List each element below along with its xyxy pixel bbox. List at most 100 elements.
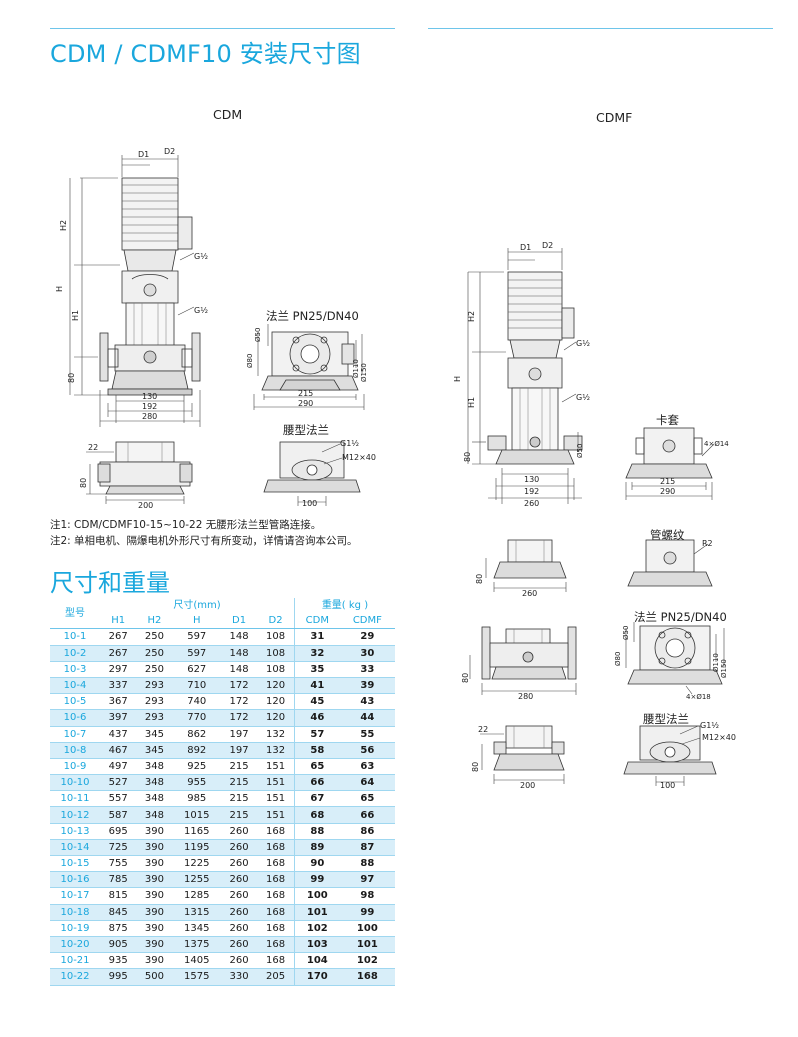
table-cell: 1405 bbox=[172, 952, 221, 970]
svg-text:H: H bbox=[55, 286, 64, 292]
table-cell: 120 bbox=[257, 709, 295, 727]
table-cell: 390 bbox=[136, 887, 173, 905]
table-cell: 497 bbox=[100, 758, 137, 776]
table-cell: 905 bbox=[100, 936, 137, 954]
table-cell: 168 bbox=[257, 823, 295, 840]
table-cell: 44 bbox=[339, 709, 395, 727]
table-cell-model: 10-20 bbox=[50, 936, 100, 954]
svg-text:Ø50: Ø50 bbox=[576, 444, 584, 458]
svg-text:Ø80: Ø80 bbox=[246, 354, 254, 368]
svg-text:4×Ø18: 4×Ø18 bbox=[686, 693, 711, 701]
table-cell: 215 bbox=[220, 758, 258, 776]
svg-text:Ø150: Ø150 bbox=[360, 363, 368, 382]
table-cell: 46 bbox=[293, 709, 340, 727]
svg-text:M12×40: M12×40 bbox=[342, 453, 376, 462]
cdmf-base-drawing-3: 22 80 200 bbox=[471, 725, 565, 790]
table-cell: 260 bbox=[220, 936, 258, 954]
svg-text:192: 192 bbox=[142, 402, 157, 411]
table-cell: 168 bbox=[257, 936, 295, 954]
table-cell: 58 bbox=[293, 742, 340, 759]
table-cell: 98 bbox=[339, 887, 395, 905]
table-cell: 260 bbox=[220, 839, 258, 857]
table-cell: 1345 bbox=[172, 920, 221, 937]
cdmf-waist-flange-label: 腰型法兰 bbox=[643, 712, 689, 726]
svg-text:Ø50: Ø50 bbox=[622, 626, 630, 640]
table-cell: 65 bbox=[293, 758, 340, 776]
table-cell: 30 bbox=[339, 645, 395, 662]
table-cell: 33 bbox=[339, 661, 395, 678]
col-weight: 重量( kg ) bbox=[293, 598, 395, 614]
svg-text:22: 22 bbox=[478, 725, 488, 734]
cdmf-base-drawing-2: 80 280 bbox=[461, 626, 577, 701]
table-cell: 892 bbox=[172, 742, 221, 759]
table-cell-model: 10-14 bbox=[50, 839, 100, 857]
col-h1: H1 bbox=[100, 613, 137, 630]
table-cell: 43 bbox=[339, 693, 395, 711]
cdmf-flange-drawing: Ø50 Ø80 Ø110 Ø150 4×Ø18 bbox=[614, 622, 728, 701]
svg-text:H2: H2 bbox=[59, 220, 68, 231]
table-cell-model: 10-8 bbox=[50, 742, 100, 759]
table-cell: 86 bbox=[339, 823, 395, 840]
table-cell: 1015 bbox=[172, 806, 221, 824]
svg-text:130: 130 bbox=[142, 392, 157, 401]
svg-text:M12×40: M12×40 bbox=[702, 733, 736, 742]
table-cell: 100 bbox=[339, 920, 395, 937]
table-cell-model: 10-21 bbox=[50, 952, 100, 970]
table-cell-model: 10-16 bbox=[50, 871, 100, 889]
svg-text:G½: G½ bbox=[576, 393, 590, 402]
svg-text:Ø110: Ø110 bbox=[712, 653, 720, 672]
table-cell: 205 bbox=[257, 968, 295, 986]
table-cell: 250 bbox=[136, 628, 173, 646]
table-cell: 293 bbox=[136, 693, 173, 711]
table-cell: 148 bbox=[220, 661, 258, 678]
cdmf-label: CDMF bbox=[596, 110, 633, 125]
table-cell: 955 bbox=[172, 774, 221, 792]
svg-text:290: 290 bbox=[298, 399, 313, 408]
svg-text:H1: H1 bbox=[71, 310, 80, 321]
table-cell: 297 bbox=[100, 661, 137, 678]
table-cell: 67 bbox=[293, 790, 340, 808]
table-cell: 65 bbox=[339, 790, 395, 808]
table-cell: 1165 bbox=[172, 823, 221, 840]
table-cell: 35 bbox=[293, 661, 340, 678]
table-cell: 197 bbox=[220, 742, 258, 759]
table-cell: 755 bbox=[100, 855, 137, 873]
table-cell: 337 bbox=[100, 677, 137, 695]
spec-table: 型号 尺寸(mm) 重量( kg ) H1 H2 H D1 D2 CDM CDM… bbox=[50, 598, 395, 986]
cdm-pump-drawing: D1 D2 H2 H H1 80 130 192 280 G½ G½ bbox=[55, 147, 208, 427]
table-cell: 66 bbox=[293, 774, 340, 792]
table-cell: 168 bbox=[257, 855, 295, 873]
table-cell-model: 10-10 bbox=[50, 774, 100, 792]
table-cell: 215 bbox=[220, 806, 258, 824]
svg-text:Ø110: Ø110 bbox=[352, 359, 360, 378]
table-cell: 348 bbox=[136, 774, 173, 792]
table-cell-model: 10-18 bbox=[50, 904, 100, 921]
table-cell: 260 bbox=[220, 871, 258, 889]
table-cell: 770 bbox=[172, 709, 221, 727]
table-cell: 1375 bbox=[172, 936, 221, 954]
svg-text:4×Ø14: 4×Ø14 bbox=[704, 440, 729, 448]
table-cell: 597 bbox=[172, 645, 221, 662]
table-cell: 267 bbox=[100, 645, 137, 662]
table-cell: 87 bbox=[339, 839, 395, 857]
svg-text:H1: H1 bbox=[467, 397, 476, 408]
table-cell: 725 bbox=[100, 839, 137, 857]
table-cell: 1225 bbox=[172, 855, 221, 873]
table-cell: 267 bbox=[100, 628, 137, 646]
card-sleeve-drawing: 215 290 4×Ø14 bbox=[625, 427, 729, 500]
table-cell: 57 bbox=[293, 726, 340, 743]
table-cell-model: 10-17 bbox=[50, 887, 100, 905]
table-cell: 88 bbox=[293, 823, 340, 840]
svg-text:215: 215 bbox=[660, 477, 675, 486]
table-cell: 90 bbox=[293, 855, 340, 873]
table-cell: 390 bbox=[136, 904, 173, 921]
table-cell: 120 bbox=[257, 677, 295, 695]
table-cell: 168 bbox=[257, 952, 295, 970]
